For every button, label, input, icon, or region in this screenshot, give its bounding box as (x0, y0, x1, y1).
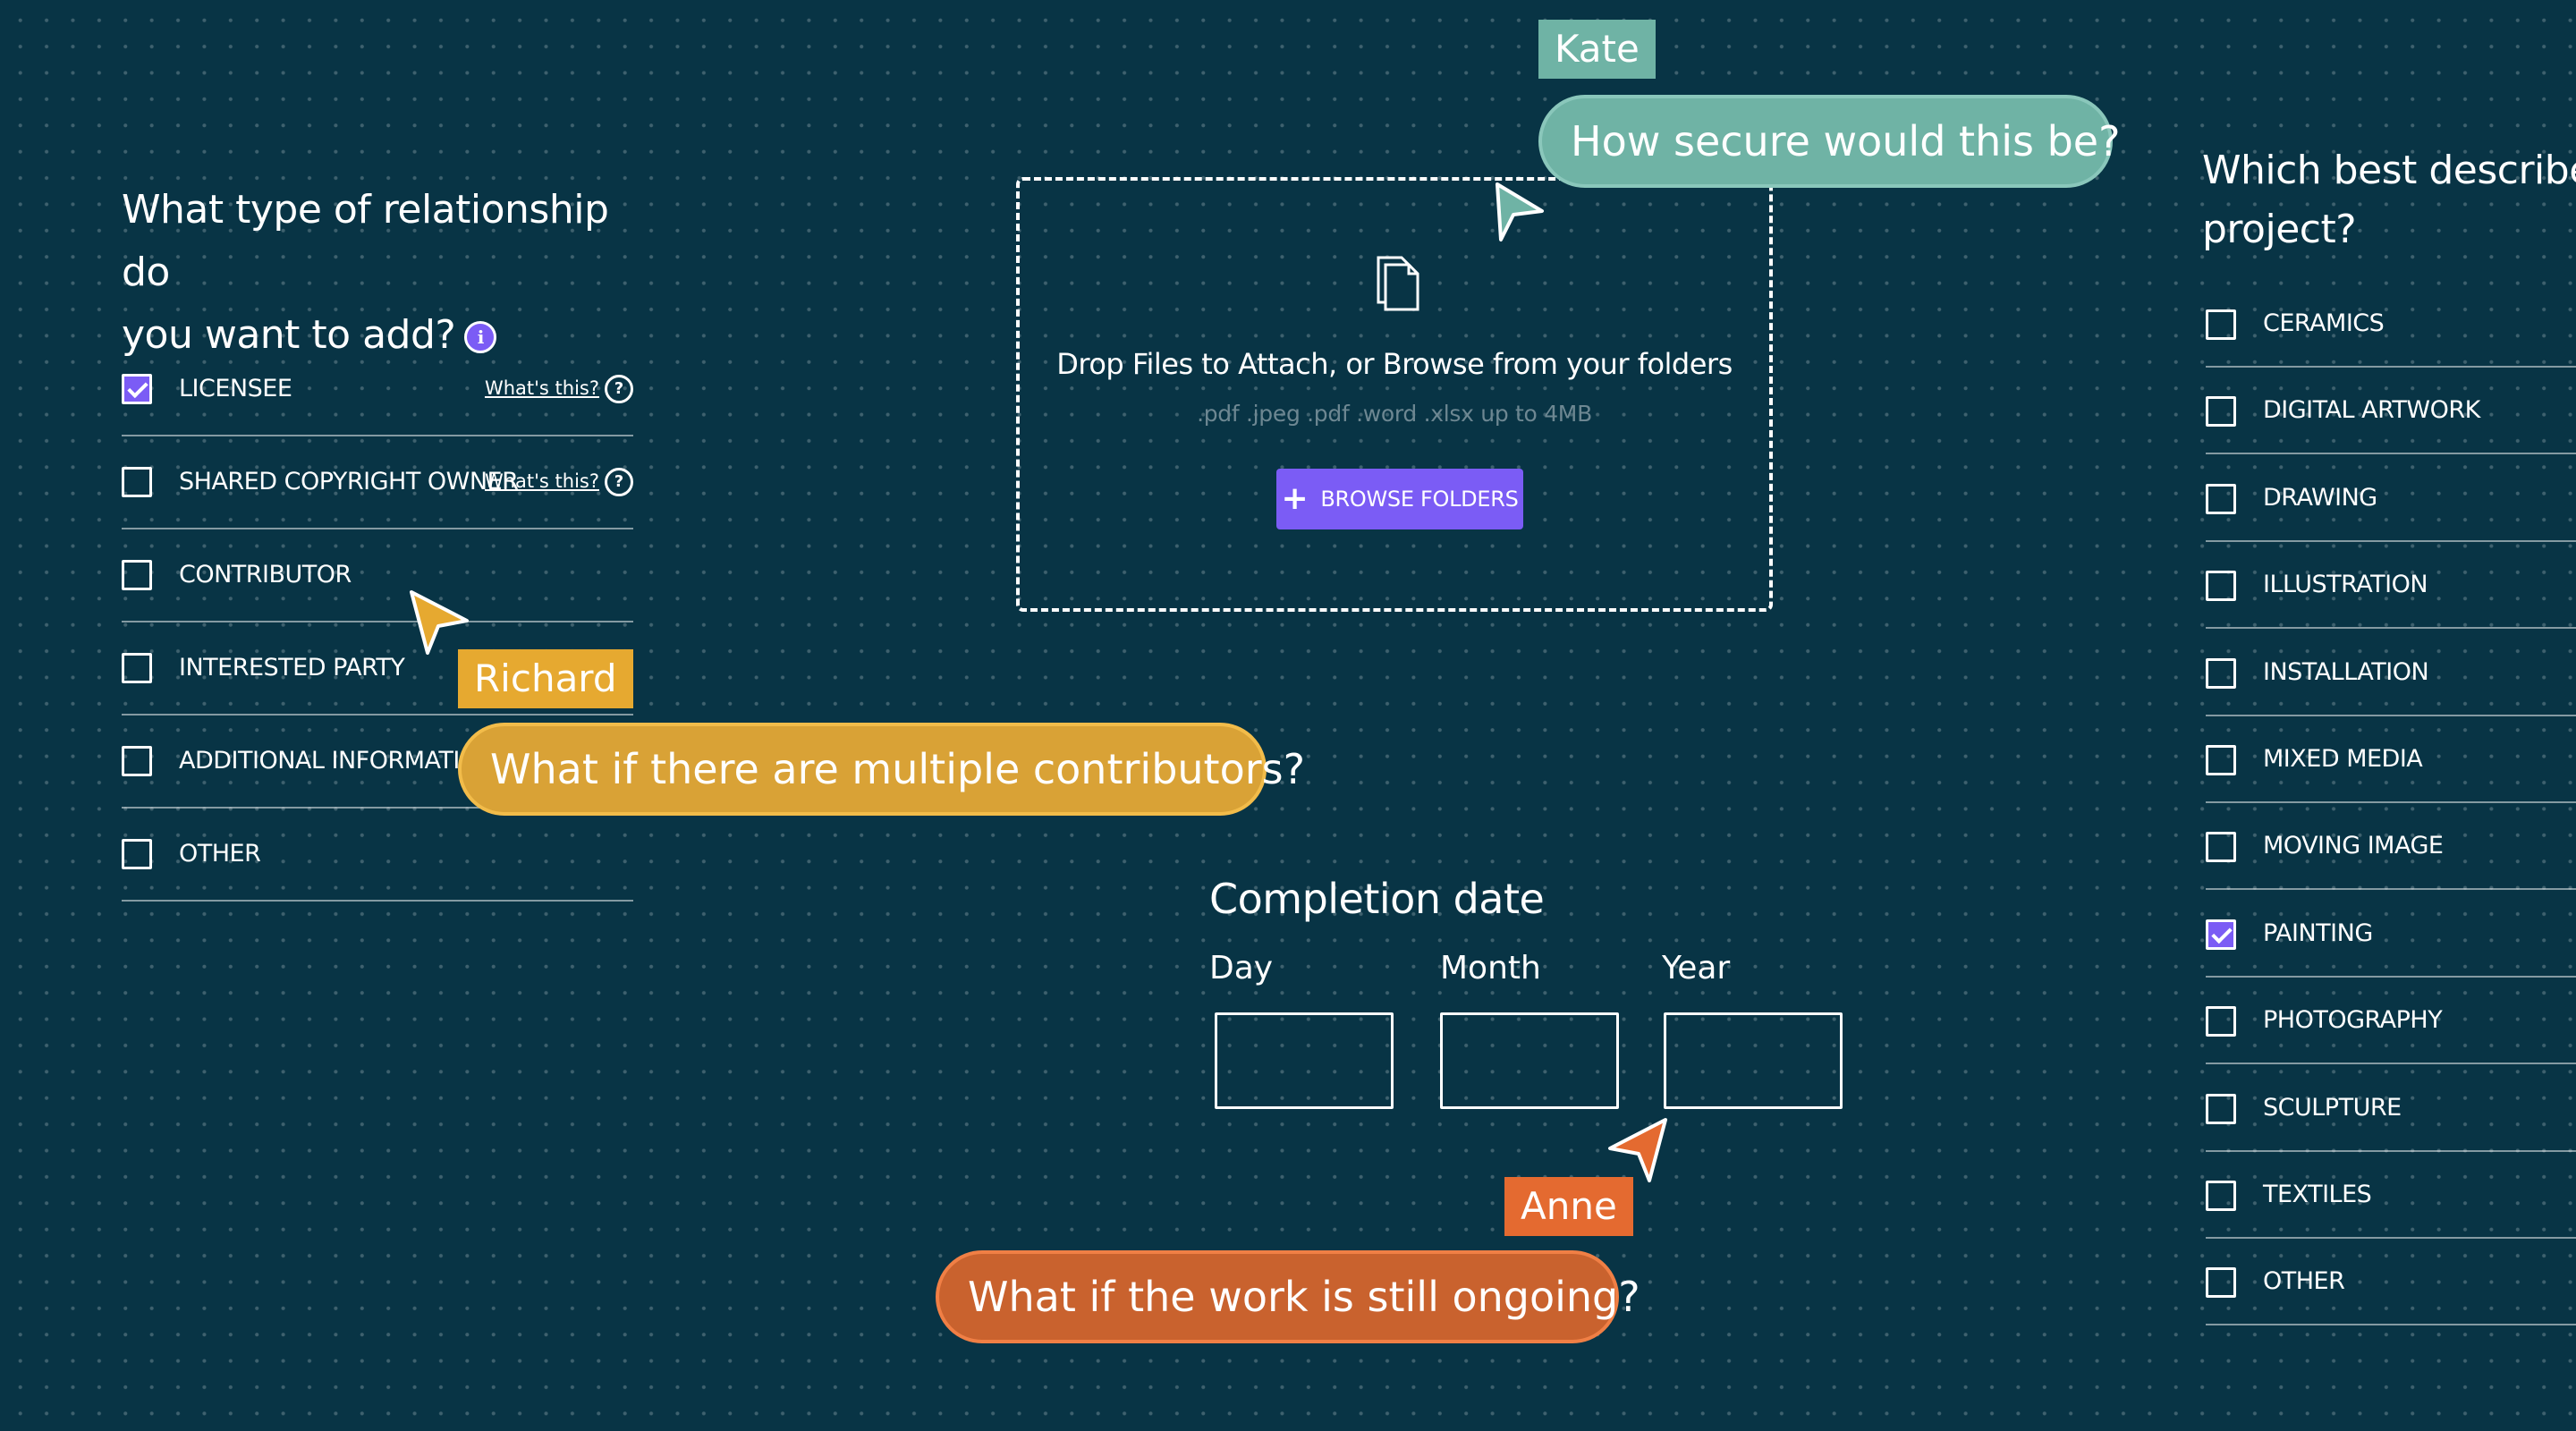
project-option-label: INSTALLATION (2263, 657, 2429, 686)
copy-files-icon (1377, 256, 1419, 311)
project-option-label: DRAWING (2263, 483, 2377, 512)
project-option-checkbox[interactable] (2206, 1006, 2236, 1037)
relationship-option-contributor[interactable]: CONTRIBUTOR (122, 529, 633, 622)
project-option-drawing[interactable]: DRAWING (2206, 455, 2576, 542)
project-option-label: MOVING IMAGE (2263, 832, 2444, 860)
relationship-title: What type of relationship do you want to… (122, 179, 658, 367)
kate-cursor-icon (1496, 182, 1544, 241)
shared-copyright-owner-checkbox[interactable] (122, 467, 152, 497)
completion-date-title: Completion date (1209, 875, 1545, 923)
project-option-label: SCULPTURE (2263, 1093, 2402, 1122)
option-label: INTERESTED PARTY (179, 654, 405, 682)
project-option-other[interactable]: OTHER (2206, 1239, 2576, 1326)
browse-folders-button[interactable]: + BROWSE FOLDERS (1276, 469, 1523, 529)
project-option-checkbox[interactable] (2206, 309, 2236, 340)
project-option-moving-image[interactable]: MOVING IMAGE (2206, 803, 2576, 891)
licensee-checkbox[interactable] (122, 374, 152, 404)
project-title-line1: Which best describes yo (2202, 148, 2576, 193)
year-label: Year (1662, 950, 1731, 986)
day-label: Day (1209, 950, 1274, 986)
relationship-option-other[interactable]: OTHER (122, 809, 633, 902)
anne-name-tag: Anne (1504, 1177, 1633, 1236)
project-option-mixed-media[interactable]: MIXED MEDIA (2206, 716, 2576, 803)
richard-comment-text: What if there are multiple contributors? (490, 745, 1306, 793)
project-option-photography[interactable]: PHOTOGRAPHY (2206, 978, 2576, 1065)
project-title: Which best describes yo project? (2202, 141, 2576, 259)
option-label: LICENSEE (179, 375, 292, 402)
upload-instruction: Drop Files to Attach, or Browse from you… (1056, 347, 1733, 381)
month-input[interactable] (1440, 1012, 1619, 1109)
other-checkbox[interactable] (122, 839, 152, 869)
project-option-textiles[interactable]: TEXTILES (2206, 1152, 2576, 1239)
contributor-checkbox[interactable] (122, 560, 152, 590)
project-option-illustration[interactable]: ILLUSTRATION (2206, 542, 2576, 630)
project-option-checkbox[interactable] (2206, 483, 2236, 514)
project-option-ceramics[interactable]: CERAMICS (2206, 281, 2576, 368)
relationship-title-line1: What type of relationship do (122, 187, 609, 295)
kate-comment-bubble[interactable]: How secure would this be? (1538, 95, 2121, 188)
project-option-sculpture[interactable]: SCULPTURE (2206, 1065, 2576, 1152)
whats-this-link[interactable]: What's this? (484, 470, 599, 492)
additional-information-checkbox[interactable] (122, 746, 152, 776)
whats-this-link[interactable]: What's this? (484, 377, 599, 399)
month-label: Month (1440, 950, 1541, 986)
richard-name-tag: Richard (458, 649, 633, 708)
anne-comment-text: What if the work is still ongoing? (968, 1273, 1640, 1321)
richard-comment-bubble[interactable]: What if there are multiple contributors? (458, 723, 1305, 816)
project-option-checkbox[interactable] (2206, 657, 2236, 689)
anne-cursor-icon (1608, 1118, 1667, 1182)
project-option-checkbox[interactable] (2206, 1093, 2236, 1124)
plus-icon: + (1281, 480, 1309, 517)
option-label: OTHER (179, 840, 261, 868)
project-option-checkbox[interactable] (2206, 571, 2236, 602)
relationship-option-licensee[interactable]: LICENSEE What's this? ? (122, 343, 633, 436)
relationship-title-line2-row: you want to add?i (122, 304, 658, 367)
project-option-label: OTHER (2263, 1267, 2345, 1296)
relationship-title-line2: you want to add? (122, 312, 456, 358)
kate-comment-text: How secure would this be? (1571, 117, 2121, 165)
relationship-option-additional-information[interactable]: ADDITIONAL INFORMATION (122, 716, 633, 809)
info-icon[interactable]: i (464, 321, 497, 353)
browse-folders-label: BROWSE FOLDERS (1320, 487, 1519, 512)
relationship-option-shared-copyright-owner[interactable]: SHARED COPYRIGHT OWNER What's this? ? (122, 436, 633, 529)
project-title-line2: project? (2202, 207, 2357, 252)
project-option-label: PAINTING (2263, 919, 2373, 947)
project-option-checkbox[interactable] (2206, 919, 2236, 950)
project-option-checkbox[interactable] (2206, 1267, 2236, 1299)
project-option-label: MIXED MEDIA (2263, 745, 2423, 773)
project-option-painting[interactable]: PAINTING (2206, 891, 2576, 978)
year-input[interactable] (1664, 1012, 1843, 1109)
project-option-checkbox[interactable] (2206, 745, 2236, 775)
project-option-label: CERAMICS (2263, 309, 2385, 337)
kate-name-tag: Kate (1538, 20, 1656, 79)
project-option-label: PHOTOGRAPHY (2263, 1006, 2443, 1035)
day-input[interactable] (1215, 1012, 1394, 1109)
upload-formats: .pdf .jpeg .pdf .word .xlsx up to 4MB (1197, 401, 1592, 427)
help-icon[interactable]: ? (605, 468, 633, 496)
project-option-digital-artwork[interactable]: DIGITAL ARTWORK (2206, 368, 2576, 455)
project-option-label: TEXTILES (2263, 1181, 2372, 1208)
project-option-checkbox[interactable] (2206, 1181, 2236, 1211)
anne-comment-bubble[interactable]: What if the work is still ongoing? (936, 1250, 1640, 1343)
option-label: SHARED COPYRIGHT OWNER (179, 468, 519, 495)
project-option-checkbox[interactable] (2206, 832, 2236, 863)
project-option-label: DIGITAL ARTWORK (2263, 396, 2480, 425)
project-option-label: ILLUSTRATION (2263, 571, 2428, 599)
option-label: CONTRIBUTOR (179, 561, 352, 588)
richard-cursor-icon (410, 590, 469, 655)
option-label: ADDITIONAL INFORMATION (179, 747, 496, 775)
help-icon[interactable]: ? (605, 375, 633, 403)
project-option-checkbox[interactable] (2206, 396, 2236, 428)
file-dropzone[interactable] (1016, 177, 1773, 612)
project-option-installation[interactable]: INSTALLATION (2206, 630, 2576, 716)
interested-party-checkbox[interactable] (122, 653, 152, 683)
